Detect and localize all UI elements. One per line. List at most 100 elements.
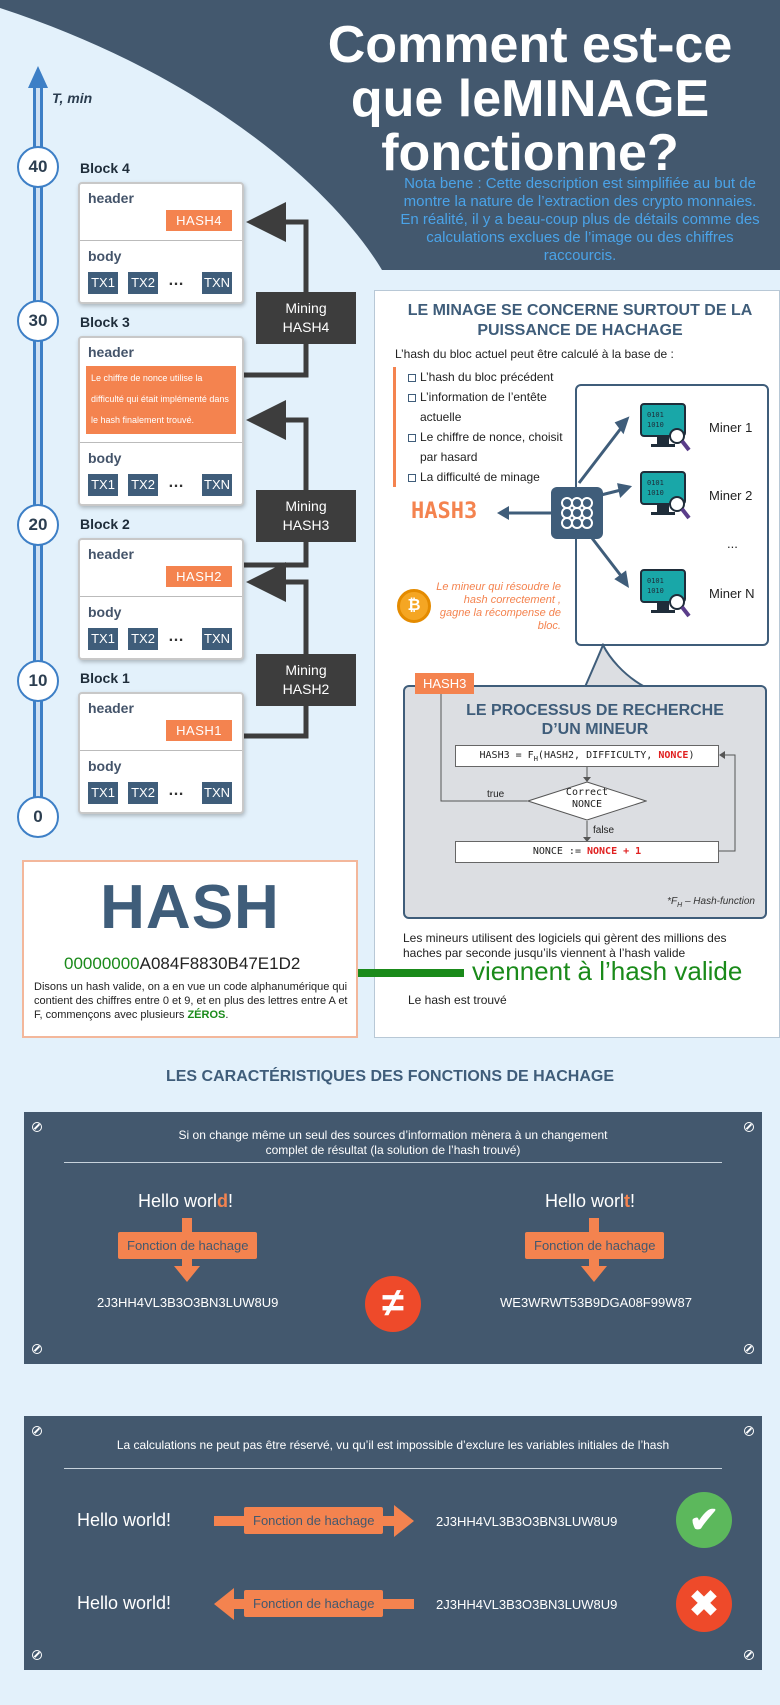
screw-icon [32,1426,42,1436]
reward-text: Le mineur qui résoudre le hash correctem… [436,581,561,632]
panel-footer-text: Les mineurs utilisent des logiciels qui … [403,931,727,960]
block-4: header HASH4 body TX1 TX2 … TXN [78,182,244,304]
not-equal-icon: ≠ [365,1276,421,1332]
miner-n-label: Miner N [709,586,755,601]
tx-cell: TX2 [128,628,158,650]
panel-caption: Si on change même un seul des sources d’… [178,1128,608,1157]
tick-10: 10 [17,660,59,702]
tick-0: 0 [17,796,59,838]
svg-text:1010: 1010 [647,489,664,497]
svg-text:0101: 0101 [647,577,664,585]
screw-icon [32,1650,42,1660]
hash-function-label: Fonction de hachage [244,1507,384,1534]
tx-cell: TXN [202,628,232,650]
hash-inputs-list: L’hash du bloc précédent L’information d… [393,367,563,487]
screw-icon [744,1122,754,1132]
output-left: 2J3HH4VL3B3O3BN3LUW8U9 [97,1295,279,1310]
false-label: false [593,825,615,836]
body-label: body [88,248,122,264]
hash-explanation-box: HASH 00000000A084F8830B47E1D2 Disons un … [22,860,358,1038]
row1-input: Hello world! [77,1510,172,1530]
body-label: body [88,450,122,466]
tx-ellipsis: … [168,272,184,289]
tick-20: 20 [17,504,59,546]
hash3-label: HASH3 [411,499,478,524]
block-3: header Le chiffre de nonce utilise la di… [78,336,244,506]
tx-cell: TXN [202,474,232,496]
hash-example: 00000000A084F8830B47E1D2 [64,954,301,973]
tx-cell: TX1 [88,474,118,496]
hash-description: Disons un hash valide, on a en vue un co… [34,981,348,1021]
input-left: Hello world! [138,1191,234,1211]
nonce-note: Le chiffre de nonce utilise la difficult… [86,366,236,434]
list-item: L’hash du bloc précédent [408,367,563,387]
header-label: header [88,546,134,562]
check-icon: ✔ [676,1492,732,1548]
divider [80,442,242,443]
panel-divider [64,1162,722,1163]
row1-output: 2J3HH4VL3B3O3BN3LUW8U9 [436,1514,618,1529]
processor-chip-icon [551,487,603,539]
hash-formula: HASH3 = FH(HASH2, DIFFICULTY, NONCE) [455,745,719,767]
tx-cell: TX2 [128,782,158,804]
hash4-tag: HASH4 [166,210,232,231]
arrow-left-icon [497,506,551,520]
tx-cell: TX2 [128,272,158,294]
hash-function-note: *FH – Hash-function [667,896,755,909]
body-label: body [88,604,122,620]
input-right: Hello worlt! [545,1191,636,1211]
time-axis-label: T, min [52,90,93,106]
hash-heading: HASH [100,873,280,942]
coin-icon: ₿ [397,589,431,623]
panel-caption: La calculations ne peut pas être réservé… [116,1438,670,1452]
miner-ellipsis: ... [727,536,738,551]
header-label: header [88,344,134,360]
mining-power-panel: LE MINAGE SE CONCERNE SURTOUT DE LA PUIS… [374,290,780,1038]
hash1-tag: HASH1 [166,720,232,741]
output-right: WE3WRWT53B9DGA08F99W87 [500,1295,692,1310]
valid-hash-text: viennent à l’hash valide [472,956,743,986]
header-background [0,0,780,270]
process-flow-lines [440,687,736,852]
computer-icon: 0101 1010 [640,471,691,520]
hash-found-text: Le hash est trouvé [408,993,507,1007]
svg-text:0101: 0101 [647,411,664,419]
block-2: header HASH2 body TX1 TX2 … TXN [78,538,244,660]
miner-1-label: Miner 1 [709,420,753,435]
tx-cell: TX1 [88,782,118,804]
computer-icon: 0101 1010 [640,569,691,618]
tx-ellipsis: … [168,628,184,645]
search-process-box: LE PROCESSUS DE RECHERCHE D’UN MINEUR HA… [403,685,767,919]
tx-cell: TXN [202,272,232,294]
time-axis-arrow-icon [28,66,48,88]
header-label: header [88,700,134,716]
body-label: body [88,758,122,774]
list-item: L’information de l’entête actuelle [408,387,563,427]
screw-icon [744,1426,754,1436]
tx-ellipsis: … [168,474,184,491]
tick-40: 40 [17,146,59,188]
svg-text:0101: 0101 [647,479,664,487]
svg-text:1010: 1010 [647,587,664,595]
nota-bene-text: Nota bene : Cette description est simpli… [400,175,760,264]
bubble-pointer [584,643,646,688]
hash-function-label: Fonction de hachage [244,1590,384,1617]
panel-intro: L’hash du bloc actuel peut être calculé … [395,347,674,361]
tx-cell: TX1 [88,272,118,294]
header-label: header [88,190,134,206]
divider [80,750,242,751]
hash3-tag: HASH3 [415,673,475,694]
tx-cell: TXN [202,782,232,804]
process-title: LE PROCESSUS DE RECHERCHE D’UN MINEUR [466,702,724,738]
panel-title: LE MINAGE SE CONCERNE SURTOUT DE LA PUIS… [407,302,753,339]
tx-ellipsis: … [168,782,184,799]
tick-30: 30 [17,300,59,342]
screw-icon [32,1122,42,1132]
